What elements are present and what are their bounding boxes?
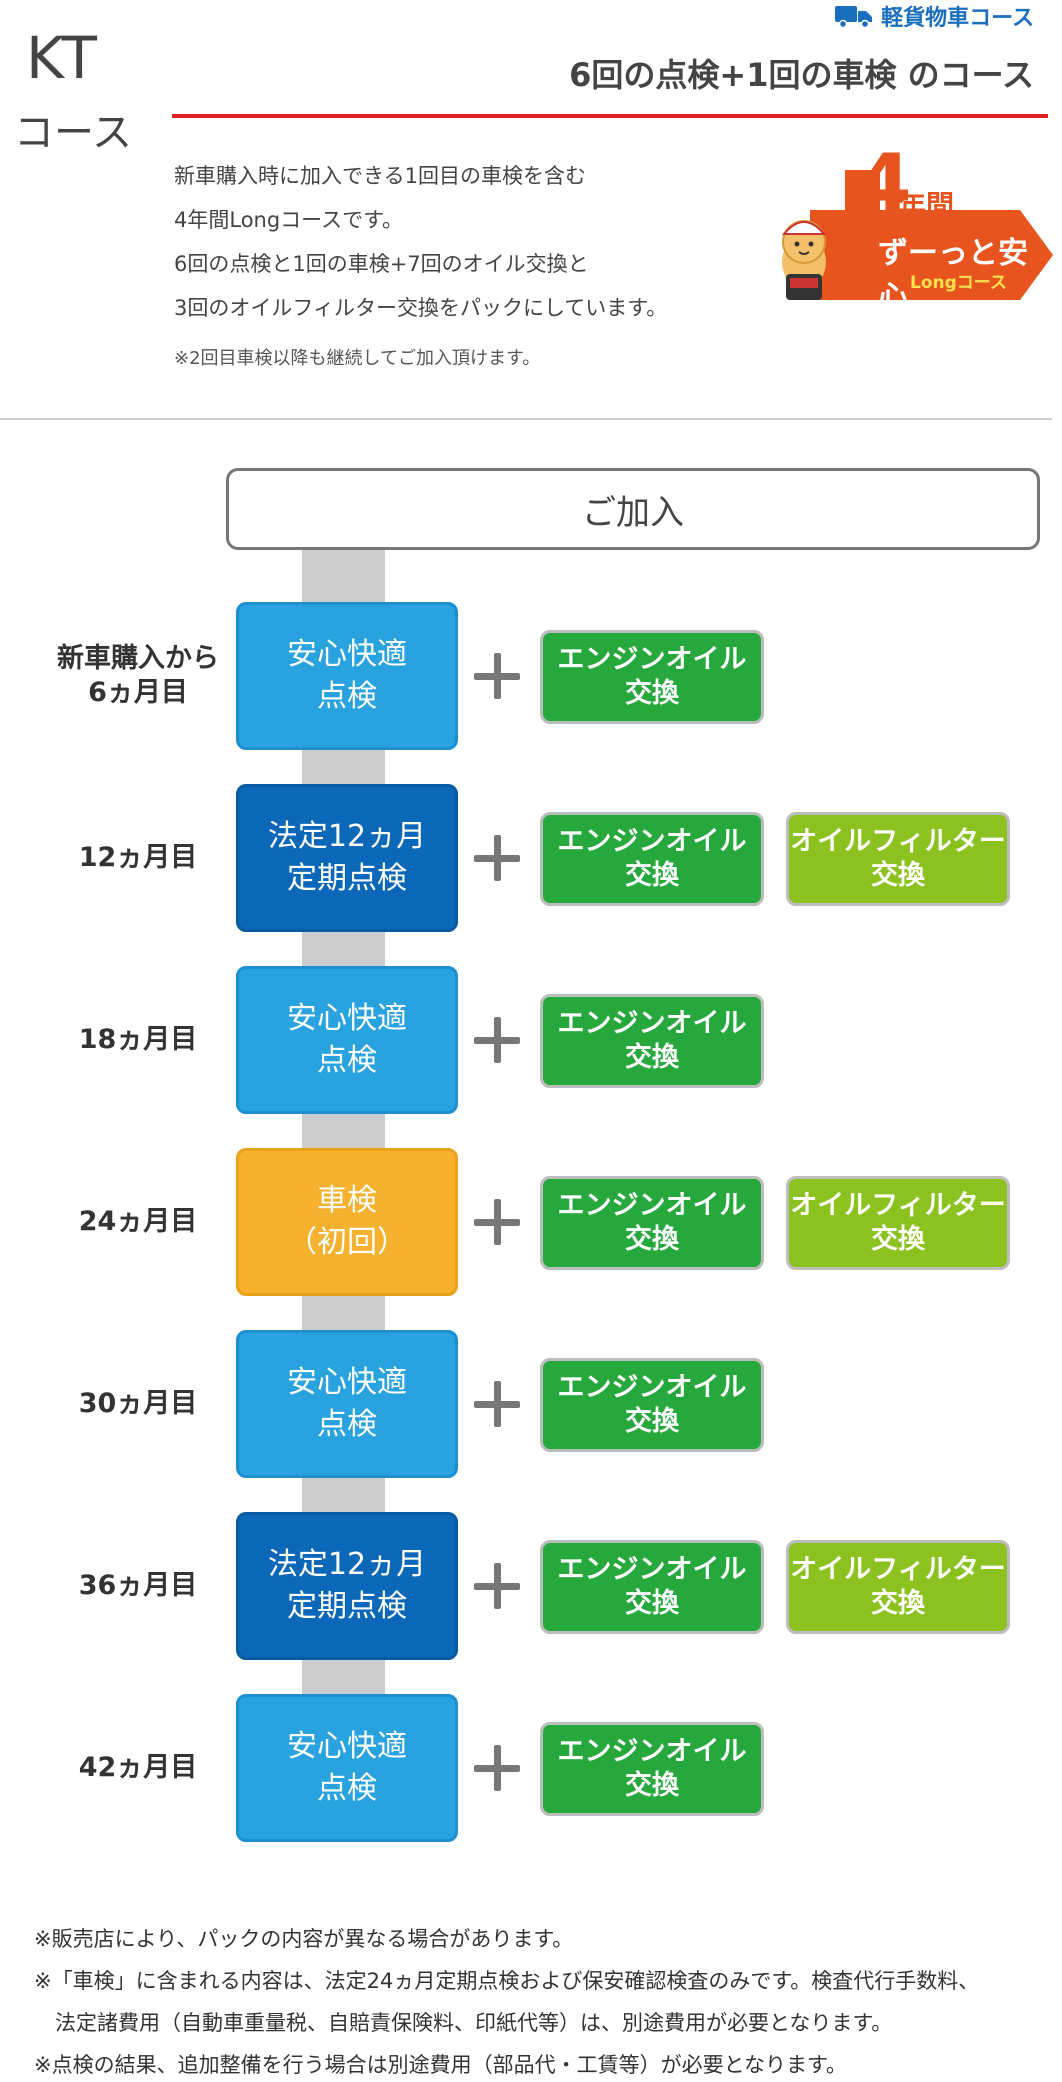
description-line: 4年間Longコースです。 [174, 208, 404, 232]
badge-sub: Longコース [910, 273, 1007, 293]
footnotes: ※販売店により、パックの内容が異なる場合があります。 ※「車検」に含まれる内容は… [34, 1922, 979, 2082]
engine-oil-change-pill: エンジンオイル 交換 [540, 630, 764, 724]
oil-filter-change-pill: オイルフィルター 交換 [786, 1176, 1010, 1270]
badge-number: 4 [856, 137, 912, 230]
plus-icon [472, 1015, 522, 1065]
footnote: ※「車検」に含まれる内容は、法定24ヵ月定期点検および保安確認検査のみです。検査… [34, 1969, 980, 1993]
footnote: 法定諸費用（自動車重量税、自賠責保険料、印紙代等）は、別途費用が必要となります。 [34, 2011, 893, 2035]
service-box: 安心快適 点検 [236, 966, 458, 1114]
oil-filter-change-pill: オイルフィルター 交換 [786, 812, 1010, 906]
description-line: 3回のオイルフィルター交換をパックにしています。 [174, 296, 668, 320]
engine-oil-change-pill: エンジンオイル 交換 [540, 1358, 764, 1452]
plus-icon [472, 1743, 522, 1793]
join-box: ご加入 [226, 468, 1040, 550]
course-title: 6回の点検+1回の車検 のコース [569, 56, 1034, 94]
service-box: 車検 （初回） [236, 1148, 458, 1296]
row-month-label: 24ヵ月目 [78, 1206, 198, 1237]
continuation-note: ※2回目車検以降も継続してご加入頂けます。 [174, 348, 541, 369]
plus-icon [472, 1379, 522, 1429]
row-month-label: 12ヵ月目 [78, 842, 198, 873]
service-box: 安心快適 点検 [236, 602, 458, 750]
oil-filter-change-pill: オイルフィルター 交換 [786, 1540, 1010, 1634]
service-box: 法定12ヵ月 定期点検 [236, 784, 458, 932]
course-word: コース [14, 110, 132, 156]
service-box: 安心快適 点検 [236, 1330, 458, 1478]
row-month-label: 42ヵ月目 [78, 1752, 198, 1783]
badge-unit: 年間 [898, 189, 955, 222]
four-year-long-course-badge: 4 年間 ずーっと安心 Longコース [770, 142, 1055, 320]
course-code: KT [26, 24, 99, 92]
row-month-label: 36ヵ月目 [78, 1570, 198, 1601]
category-label: 軽貨物車コース [881, 6, 1034, 31]
engine-oil-change-pill: エンジンオイル 交換 [540, 994, 764, 1088]
service-box: 安心快適 点検 [236, 1694, 458, 1842]
engine-oil-change-pill: エンジンオイル 交換 [540, 1722, 764, 1816]
footnote: ※販売店により、パックの内容が異なる場合があります。 [34, 1927, 574, 1951]
row-month-label: 新車購入から 6ヵ月目 [57, 643, 219, 708]
plus-icon [472, 1561, 522, 1611]
title-underline [172, 114, 1048, 118]
course-category: 軽貨物車コース [835, 0, 1034, 32]
section-divider [0, 418, 1052, 420]
description-line: 新車購入時に加入できる1回目の車検を含む [174, 164, 586, 188]
badge-slogan: ずーっと安心 [878, 236, 1028, 315]
service-box: 法定12ヵ月 定期点検 [236, 1512, 458, 1660]
mascot-icon [781, 220, 827, 300]
course-description: 新車購入時に加入できる1回目の車検を含む 4年間Longコースです。 6回の点検… [174, 154, 774, 330]
plus-icon [472, 651, 522, 701]
plus-icon [472, 1197, 522, 1247]
engine-oil-change-pill: エンジンオイル 交換 [540, 812, 764, 906]
row-month-label: 18ヵ月目 [78, 1024, 198, 1055]
plus-icon [472, 833, 522, 883]
engine-oil-change-pill: エンジンオイル 交換 [540, 1540, 764, 1634]
row-month-label: 30ヵ月目 [78, 1388, 198, 1419]
truck-icon [835, 4, 873, 29]
description-line: 6回の点検と1回の車検+7回のオイル交換と [174, 252, 589, 276]
engine-oil-change-pill: エンジンオイル 交換 [540, 1176, 764, 1270]
footnote: ※点検の結果、追加整備を行う場合は別途費用（部品代・工賃等）が必要となります。 [34, 2053, 847, 2077]
